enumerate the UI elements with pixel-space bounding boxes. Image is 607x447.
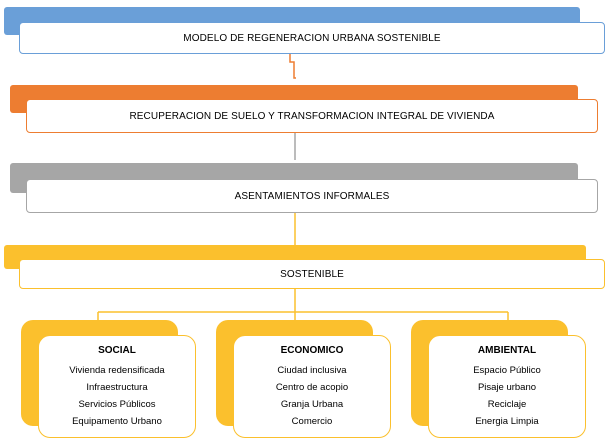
pillar-ambiental-item: Pisaje urbano (477, 382, 537, 393)
pillar-social-item: Equipamento Urbano (72, 416, 162, 427)
pillar-social-item: Infraestructura (86, 382, 148, 393)
level-1-box: MODELO DE REGENERACION URBANA SOSTENIBLE (19, 22, 605, 54)
pillar-economico-item: Granja Urbana (280, 399, 344, 410)
pillar-social-item: Servicios Públicos (78, 399, 156, 410)
pillar-social-title: SOCIAL (98, 345, 136, 356)
pillar-economico-title: ECONOMICO (280, 345, 344, 356)
pillar-ambiental-item: Reciclaje (487, 399, 527, 410)
pillar-ambiental-item: Espacio Público (473, 365, 541, 376)
level-4-label: SOSTENIBLE (280, 268, 344, 280)
level-1-label: MODELO DE REGENERACION URBANA SOSTENIBLE (183, 32, 441, 44)
level-3-box: ASENTAMIENTOS INFORMALES (26, 179, 598, 213)
pillar-economico-item: Comercio (291, 416, 333, 427)
pillar-ambiental-card: AMBIENTAL Espacio Público Pisaje urbano … (428, 335, 586, 438)
level-2-label: RECUPERACION DE SUELO Y TRANSFORMACION I… (129, 110, 495, 122)
pillar-economico-card: ECONOMICO Ciudad inclusiva Centro de aco… (233, 335, 391, 438)
pillar-economico-item: Ciudad inclusiva (277, 365, 347, 376)
pillar-ambiental-title: AMBIENTAL (477, 345, 537, 356)
pillar-economico-item: Centro de acopio (275, 382, 349, 393)
pillar-ambiental-item: Energia Limpia (475, 416, 539, 427)
level-2-box: RECUPERACION DE SUELO Y TRANSFORMACION I… (26, 99, 598, 133)
pillar-social-item: Vivienda redensificada (69, 365, 165, 376)
level-4-box: SOSTENIBLE (19, 259, 605, 289)
level-3-label: ASENTAMIENTOS INFORMALES (234, 190, 390, 202)
pillar-social-card: SOCIAL Vivienda redensificada Infraestru… (38, 335, 196, 438)
